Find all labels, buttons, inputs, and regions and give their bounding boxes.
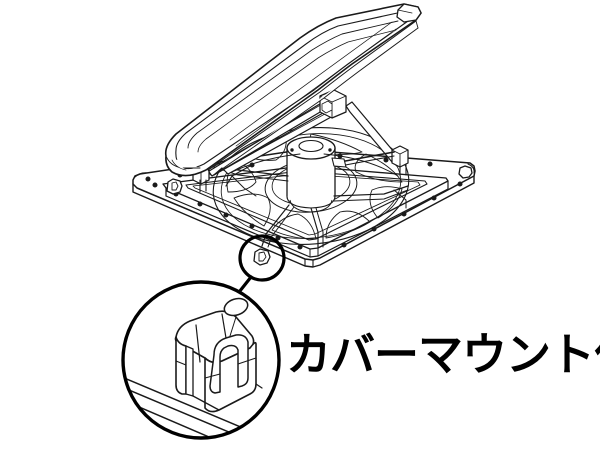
cover-mount-annotation-label: カバーマウント付 xyxy=(286,328,600,381)
lid xyxy=(164,3,422,177)
fan-support-frame xyxy=(213,153,409,249)
cover-mount-location-circle xyxy=(238,234,286,282)
motor-hub xyxy=(286,136,336,213)
cover-mount-detail-circle xyxy=(121,280,281,440)
cover-mount-detail-view xyxy=(124,283,278,437)
